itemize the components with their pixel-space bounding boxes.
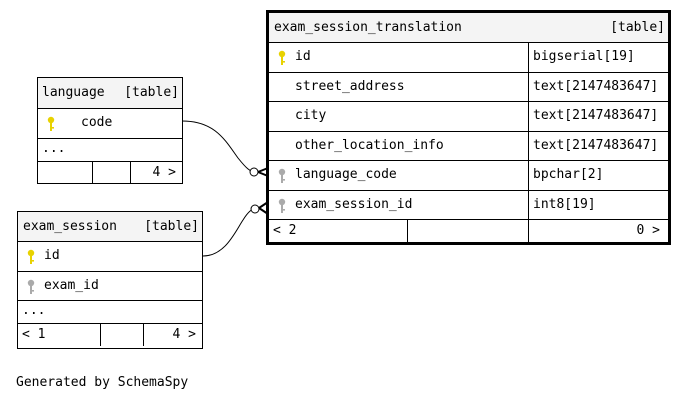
column-name: city	[295, 108, 327, 123]
footer-divider	[407, 220, 528, 242]
table-footer: < 2 0 >	[269, 220, 668, 242]
foreign-key-icon	[277, 198, 287, 214]
foreign-key-icon	[277, 168, 287, 184]
column-type: bpchar[2]	[528, 161, 668, 190]
column-name: id	[44, 248, 60, 263]
column-row[interactable]: city text[2147483647]	[269, 102, 668, 132]
table-header: exam_session_translation [table]	[269, 13, 668, 43]
column-type: text[2147483647]	[528, 102, 668, 131]
primary-key-icon	[277, 50, 287, 66]
table-footer: < 1 4 >	[18, 324, 202, 346]
generated-by-note: Generated by SchemaSpy	[16, 375, 189, 390]
column-name: language_code	[295, 167, 397, 182]
relation-language-endpoint	[249, 167, 259, 177]
children-count[interactable]: 4 >	[130, 161, 182, 184]
column-name: exam_id	[44, 277, 99, 293]
column-name: id	[295, 49, 311, 64]
table-kind: [table]	[124, 85, 179, 100]
column-name: other_location_info	[295, 137, 444, 153]
column-row[interactable]: street_address text[2147483647]	[269, 72, 668, 102]
more-columns: ...	[18, 301, 202, 324]
column-row[interactable]: language_code bpchar[2]	[269, 161, 668, 191]
column-row[interactable]: id bigserial[19]	[269, 43, 668, 73]
foreign-key-icon	[26, 279, 36, 295]
footer-divider	[92, 161, 130, 184]
column-type: int8[19]	[528, 190, 668, 219]
column-name: code	[81, 115, 113, 130]
table-language[interactable]: language [table] code ... 4 >	[37, 77, 183, 184]
relation-language-to-translation	[181, 120, 257, 173]
column-row[interactable]: exam_id	[18, 272, 202, 301]
table-header: language [table]	[38, 78, 182, 109]
table-header: exam_session [table]	[18, 212, 202, 242]
relation-exam-session-endpoint	[250, 204, 260, 214]
table-name: exam_session	[23, 219, 117, 234]
column-name: exam_session_id	[295, 196, 413, 212]
parents-count[interactable]: < 1	[22, 327, 46, 342]
primary-key-icon	[46, 116, 56, 132]
column-type: text[2147483647]	[528, 72, 668, 101]
table-exam-session-translation[interactable]: exam_session_translation [table] id bigse…	[266, 10, 671, 245]
table-exam-session[interactable]: exam_session [table] id exam_id ... < 1 …	[17, 211, 203, 349]
more-columns: ...	[38, 139, 182, 162]
column-row[interactable]: id	[18, 242, 202, 272]
children-count[interactable]: 0 >	[528, 220, 668, 242]
table-footer: 4 >	[38, 161, 182, 184]
parents-count[interactable]: < 2	[273, 223, 297, 238]
children-count[interactable]: 4 >	[143, 324, 202, 346]
column-type: bigserial[19]	[528, 43, 668, 72]
table-kind: [table]	[144, 219, 199, 234]
column-row[interactable]: other_location_info text[2147483647]	[269, 131, 668, 161]
table-kind: [table]	[610, 20, 665, 35]
column-type: text[2147483647]	[528, 131, 668, 160]
column-row[interactable]: exam_session_id int8[19]	[269, 190, 668, 220]
table-name: exam_session_translation	[274, 20, 462, 35]
column-row[interactable]: code	[38, 109, 182, 139]
primary-key-icon	[26, 249, 36, 265]
relation-exam-session-to-translation	[202, 207, 259, 257]
footer-divider	[100, 324, 143, 346]
table-name: language	[42, 85, 105, 100]
column-name: street_address	[295, 78, 405, 94]
